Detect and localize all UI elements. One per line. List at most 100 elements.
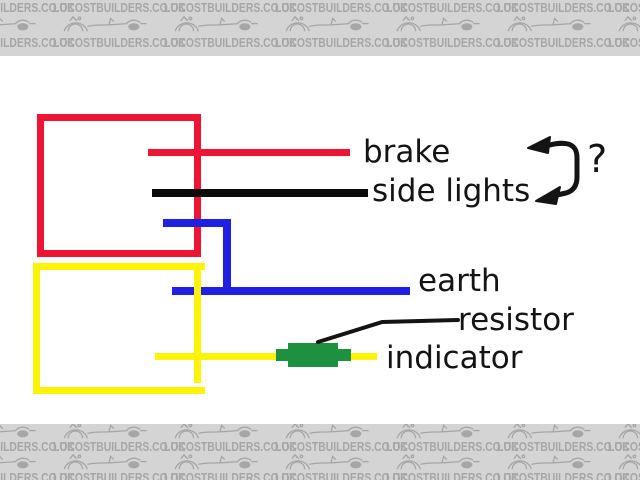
kit-car-watermark-icon [396,424,480,439]
kit-car-watermark-icon [0,17,36,31]
watermark-tile: LOCOSTBUILDERS.CO.UK [53,440,186,454]
kit-car-watermark-icon [174,454,258,470]
watermark-text: LOCOSTBUILDERS.CO.UK [386,471,519,480]
watermark-tile [275,454,386,471]
brake-label: brake [363,134,451,170]
earth-label: earth [418,263,501,299]
watermark-tile: LOCOSTBUILDERS.CO.UK [0,36,75,50]
earth-wire [172,287,410,295]
watermark-text: LOCOSTBUILDERS.CO.UK [0,471,75,480]
watermark-row [0,454,640,471]
kit-car-watermark-icon [285,16,369,32]
watermark-tile: LOCOSTBUILDERS.CO.UK [608,440,640,454]
watermark-tile [608,16,640,33]
watermark-tile [53,424,164,440]
kit-car-watermark-icon [507,16,591,32]
watermark-text: LOCOSTBUILDERS.CO.UK [497,440,630,454]
kit-car-watermark-icon [0,424,36,438]
watermark-text: LOCOSTBUILDERS.CO.UK [275,471,408,480]
watermark-tile: LOCOSTBUILDERS.CO.UK [608,36,640,50]
watermark-tile: LOCOSTBUILDERS.CO.UK [386,440,519,454]
kit-car-watermark-icon [63,424,147,439]
watermark-row: LOCOSTBUILDERS.CO.UKLOCOSTBUILDERS.CO.UK… [0,471,640,480]
kit-car-watermark-icon [0,455,36,469]
resistor-label: resistor [458,302,574,338]
kit-car-watermark-icon [174,424,258,439]
watermark-text: LOCOSTBUILDERS.CO.UK [164,471,297,480]
kit-car-watermark-icon [285,454,369,470]
side-lights-label: side lights [372,173,531,209]
watermark-tile [497,16,608,33]
watermark-text: LOCOSTBUILDERS.CO.UK [608,471,640,480]
watermark-tile: LOCOSTBUILDERS.CO.UK [497,440,630,454]
indicator-lamp-box-yellow-top [33,263,205,270]
kit-car-watermark-icon [618,16,640,32]
watermark-tile [497,454,608,471]
kit-car-watermark-icon [507,424,591,439]
watermark-tile: LOCOSTBUILDERS.CO.UK [164,440,297,454]
swap-arrow-icon [527,136,580,205]
watermark-text: LOCOSTBUILDERS.CO.UK [164,1,297,15]
watermark-text: LOCOSTBUILDERS.CO.UK [53,36,186,50]
kit-car-watermark-icon [285,424,369,439]
watermark-text: LOCOSTBUILDERS.CO.UK [497,471,630,480]
kit-car-watermark-icon [63,454,147,470]
watermark-tile [164,454,275,471]
kit-car-watermark-icon [507,454,591,470]
indicator-wire [155,353,278,360]
watermark-text: LOCOSTBUILDERS.CO.UK [275,36,408,50]
watermark-tile: LOCOSTBUILDERS.CO.UK [497,471,630,480]
watermark-text: LOCOSTBUILDERS.CO.UK [608,440,640,454]
earth-wire-vertical [223,219,231,294]
watermark-tile [386,16,497,33]
watermark-text: LOCOSTBUILDERS.CO.UK [386,1,519,15]
watermark-tile: LOCOSTBUILDERS.CO.UK [164,1,297,15]
resistor-lead-left [276,349,288,361]
watermark-tile: LOCOSTBUILDERS.CO.UK [0,471,75,480]
watermark-text: LOCOSTBUILDERS.CO.UK [386,440,519,454]
watermark-tile [608,424,640,440]
watermark-text: LOCOSTBUILDERS.CO.UK [0,440,75,454]
question-mark-label: ? [587,137,608,181]
watermark-tile: LOCOSTBUILDERS.CO.UK [386,36,519,50]
indicator-lamp-box-yellow-right [194,263,201,383]
resistor-component [288,343,338,367]
watermark-tile: LOCOSTBUILDERS.CO.UK [0,440,75,454]
watermark-tile [164,424,275,440]
watermark-tile: LOCOSTBUILDERS.CO.UK [608,1,640,15]
watermark-row: LOCOSTBUILDERS.CO.UKLOCOSTBUILDERS.CO.UK… [0,36,640,50]
watermark-text: LOCOSTBUILDERS.CO.UK [608,36,640,50]
indicator-lamp-box-yellow-bottom [33,387,205,394]
watermark-text: LOCOSTBUILDERS.CO.UK [0,36,75,50]
side-lights-wire [152,189,368,197]
watermark-tile: LOCOSTBUILDERS.CO.UK [497,1,630,15]
watermark-tile: LOCOSTBUILDERS.CO.UK [164,471,297,480]
watermark-tile [608,454,640,471]
watermark-banner-top: LOCOSTBUILDERS.CO.UKLOCOSTBUILDERS.CO.UK… [0,0,640,56]
watermark-tile: LOCOSTBUILDERS.CO.UK [275,471,408,480]
watermark-tile [53,454,164,471]
watermark-text: LOCOSTBUILDERS.CO.UK [53,1,186,15]
watermark-text: LOCOSTBUILDERS.CO.UK [275,1,408,15]
watermark-tile: LOCOSTBUILDERS.CO.UK [164,36,297,50]
indicator-label: indicator [386,340,523,376]
watermark-tile [0,16,53,33]
watermark-tile [164,16,275,33]
watermark-text: LOCOSTBUILDERS.CO.UK [497,1,630,15]
kit-car-watermark-icon [618,454,640,470]
kit-car-watermark-icon [63,16,147,32]
watermark-tile: LOCOSTBUILDERS.CO.UK [275,440,408,454]
kit-car-watermark-icon [396,16,480,32]
watermark-text: LOCOSTBUILDERS.CO.UK [386,36,519,50]
watermark-tile: LOCOSTBUILDERS.CO.UK [275,36,408,50]
watermark-tile: LOCOSTBUILDERS.CO.UK [497,36,630,50]
watermark-text: LOCOSTBUILDERS.CO.UK [497,36,630,50]
resistor-lead-right [338,349,351,361]
watermark-banner-bottom: LOCOSTBUILDERS.CO.UKLOCOSTBUILDERS.CO.UK… [0,424,640,480]
watermark-tile: LOCOSTBUILDERS.CO.UK [608,471,640,480]
watermark-tile [0,424,53,440]
kit-car-watermark-icon [396,454,480,470]
resistor-pointer-line [316,318,460,344]
watermark-tile: LOCOSTBUILDERS.CO.UK [53,36,186,50]
